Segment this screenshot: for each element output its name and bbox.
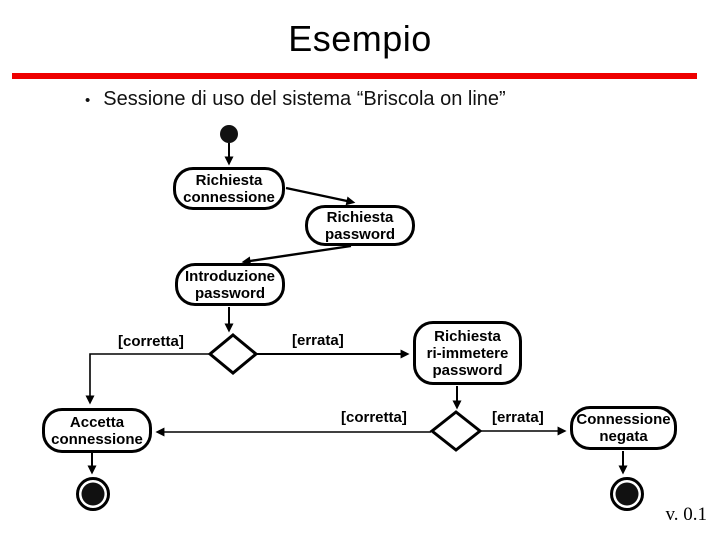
initial-state-node — [220, 125, 238, 143]
final-state-node-right — [610, 477, 644, 511]
activity-label-line: password — [324, 225, 396, 243]
activity-richiesta-connessione: Richiesta connessione — [173, 167, 285, 210]
guard-retry-errata: [errata] — [492, 409, 544, 426]
edge-richiesta-password-to-introduzione-password — [241, 244, 352, 266]
activity-accetta-connessione: Accetta connessione — [42, 408, 152, 453]
bullet-item: • Sessione di uso del sistema “Briscola … — [85, 88, 506, 111]
bullet-marker: • — [85, 92, 91, 109]
activity-label-line: password — [432, 361, 503, 379]
guard-retry-corretta: [corretta] — [341, 409, 407, 426]
title-divider — [12, 73, 697, 79]
activity-label-line: connessione — [183, 188, 275, 206]
page-title: Esempio — [288, 18, 432, 59]
activity-introduzione-password: Introduzione password — [175, 263, 285, 306]
activity-richiesta-password: Richiesta password — [305, 205, 415, 246]
version-label: v. 0.1 — [665, 504, 707, 525]
activity-label-line: Richiesta — [195, 171, 263, 189]
final-state-node-left — [76, 477, 110, 511]
activity-label-line: password — [194, 284, 266, 302]
bullet-text: Sessione di uso del sistema “Briscola on… — [103, 88, 506, 110]
edge-decision1-corretta-to-accetta — [85, 353, 210, 405]
activity-label-line: negata — [599, 428, 648, 445]
activity-label-line: connessione — [51, 430, 143, 448]
activity-label-line: Richiesta — [326, 208, 394, 226]
activity-label-line: Introduzione — [185, 267, 275, 285]
activity-label-line: ri-immetere — [426, 344, 509, 362]
activity-label-line: Richiesta — [434, 327, 501, 345]
activity-label-line: Connessione — [576, 411, 671, 428]
activity-richiesta-riimmettere-password: Richiesta ri-immetere password — [413, 321, 522, 385]
guard-password-corretta: [corretta] — [118, 333, 184, 350]
decision-password-diamond — [207, 333, 259, 375]
guard-password-errata: [errata] — [292, 332, 344, 349]
decision-retry-diamond — [429, 410, 483, 452]
activity-label-line: Accetta — [69, 413, 125, 431]
activity-connessione-negata: Connessione negata — [570, 406, 677, 450]
edge-richiesta-connessione-to-richiesta-password — [285, 186, 356, 206]
